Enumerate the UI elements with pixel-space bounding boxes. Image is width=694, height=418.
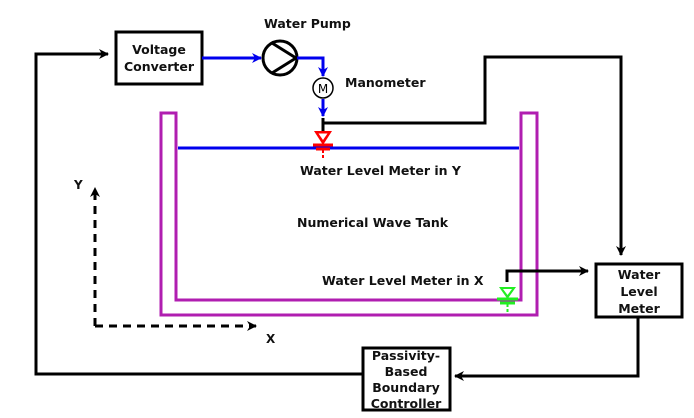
controller-block[interactable]: Passivity- Based Boundary Controller <box>361 346 452 412</box>
y-axis-label: Y <box>73 178 83 192</box>
manometer-symbol: M <box>318 82 328 96</box>
water-level-sensor-y-icon <box>313 118 333 158</box>
sensor-y-signal-line <box>321 55 626 256</box>
controller-label-line1: Passivity- <box>372 348 440 363</box>
pump-icon <box>261 39 299 77</box>
meter-y-label: Water Level Meter in Y <box>300 163 462 178</box>
controller-to-converter-line <box>34 49 363 376</box>
water-level-meter-label-line2: Level <box>620 284 657 299</box>
water-level-meter-block[interactable]: Water Level Meter <box>594 262 684 319</box>
water-pump-label: Water Pump <box>264 16 351 31</box>
wave-tank <box>159 111 539 317</box>
meter-to-controller-line <box>454 317 640 381</box>
water-level-meter-label-line1: Water <box>618 267 661 282</box>
water-level-meter-label-line3: Meter <box>618 301 660 316</box>
manometer-icon: M <box>312 77 334 99</box>
water-level-sensor-x-icon <box>497 266 589 312</box>
controller-label-line4: Controller <box>371 396 442 411</box>
controller-label-line3: Boundary <box>372 380 440 395</box>
manometer-label: Manometer <box>345 75 426 90</box>
tank-outer-wall <box>159 111 539 317</box>
meter-x-label: Water Level Meter in X <box>322 273 484 288</box>
voltage-converter-label-line2: Converter <box>124 59 195 74</box>
coordinate-axes: Y X <box>73 178 276 346</box>
voltage-converter-block[interactable]: Voltage Converter <box>114 30 204 86</box>
tank-label: Numerical Wave Tank <box>297 215 449 230</box>
controller-label-line2: Based <box>385 364 428 379</box>
pump-to-manometer-line <box>297 56 328 77</box>
x-axis-label: X <box>266 332 276 346</box>
voltage-converter-label-line1: Voltage <box>132 42 186 57</box>
